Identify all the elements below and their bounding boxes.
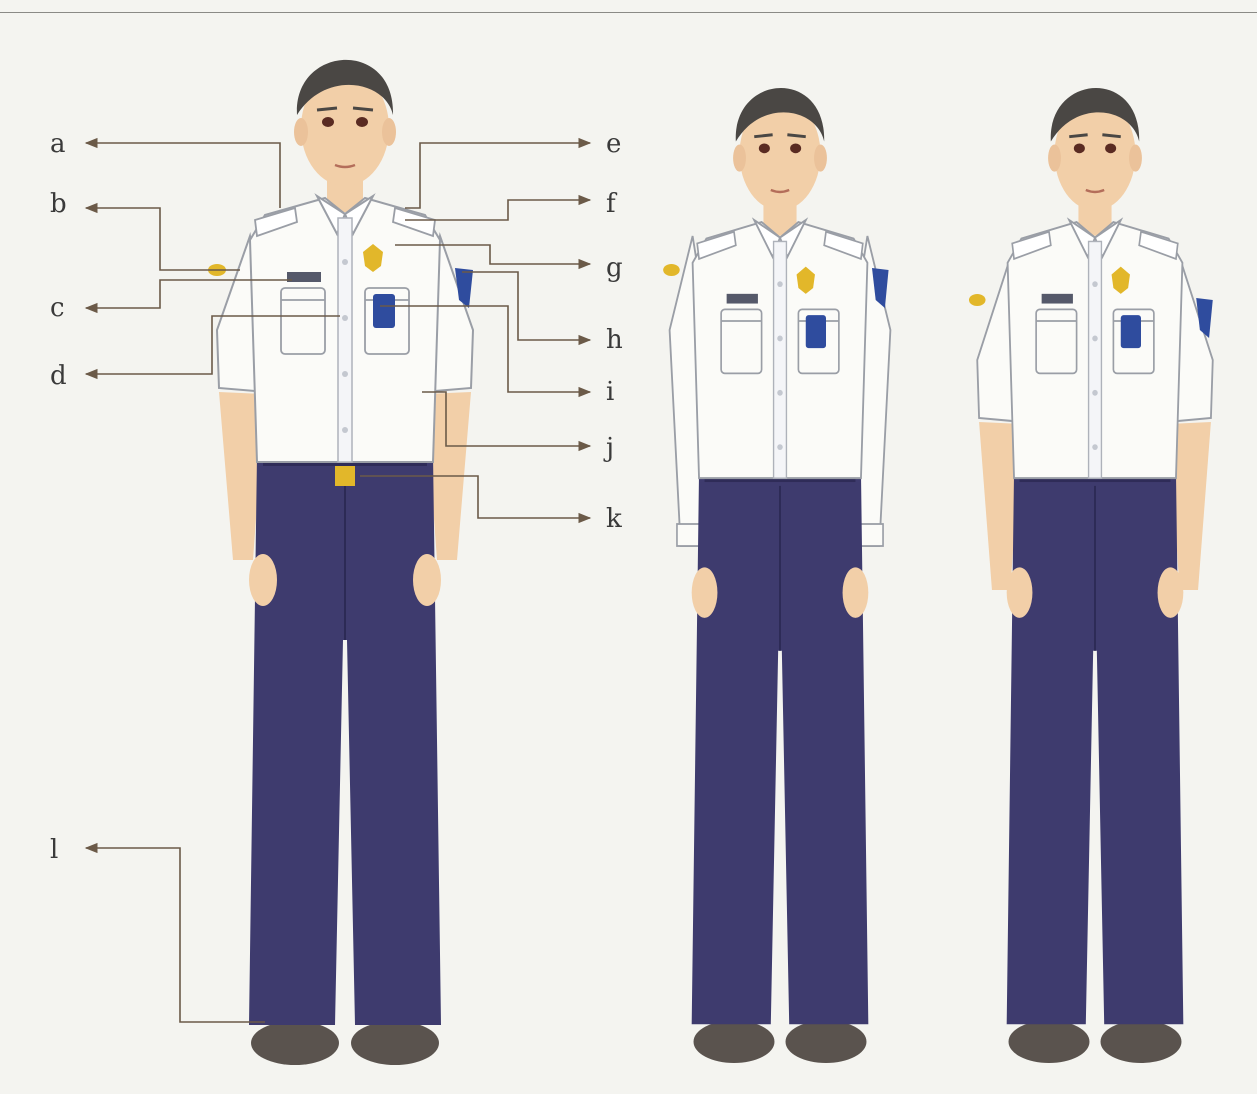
figure-long-sleeve bbox=[662, 86, 892, 1065]
leader-k bbox=[360, 475, 592, 524]
callout-f: f bbox=[606, 189, 618, 219]
callout-g: g bbox=[606, 253, 623, 283]
callout-k: k bbox=[606, 504, 622, 534]
callout-h: h bbox=[606, 325, 623, 355]
figure-short-sleeve bbox=[967, 86, 1214, 1065]
callout-c: c bbox=[50, 293, 65, 323]
callout-i: i bbox=[606, 377, 614, 407]
leader-l bbox=[84, 842, 265, 1023]
leader-h bbox=[462, 271, 592, 346]
callouts-right: e f g h i j k bbox=[360, 129, 623, 534]
leader-f bbox=[405, 194, 592, 221]
callout-a: a bbox=[50, 129, 66, 159]
leader-d bbox=[84, 315, 340, 380]
callout-j: j bbox=[603, 433, 614, 463]
leader-j bbox=[422, 391, 592, 452]
leader-i bbox=[380, 305, 592, 398]
leader-g bbox=[395, 244, 592, 270]
callout-b: b bbox=[50, 189, 67, 219]
callout-l: l bbox=[50, 835, 58, 865]
figure-short-sleeve-annotated bbox=[207, 58, 474, 1067]
leader-b bbox=[84, 202, 240, 271]
top-rule bbox=[0, 12, 1257, 13]
callout-e: e bbox=[606, 129, 621, 159]
callout-d: d bbox=[50, 361, 67, 391]
callouts-left: a b c d l bbox=[50, 129, 340, 1023]
leader-e bbox=[405, 137, 592, 209]
belt-buckle bbox=[335, 466, 355, 486]
leader-c bbox=[84, 279, 292, 314]
leader-a bbox=[84, 137, 281, 208]
